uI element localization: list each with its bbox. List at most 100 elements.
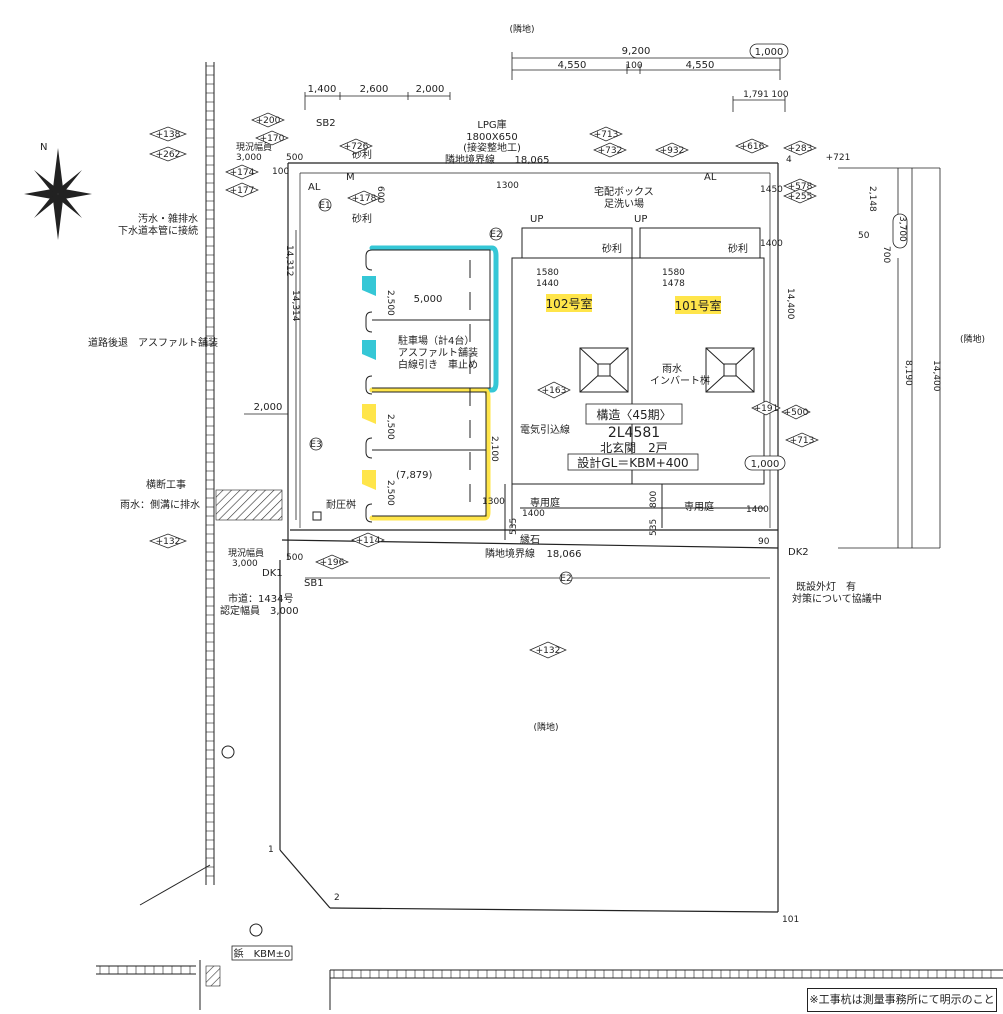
dim-2600: 2,600 bbox=[360, 84, 389, 95]
elev-196: +196 bbox=[320, 558, 345, 568]
parking-title: 駐車場（計4台） bbox=[398, 334, 474, 347]
elev-163: +163 bbox=[542, 386, 567, 396]
road-width-label: 現況幅員 bbox=[228, 547, 264, 559]
inspection-box-icon bbox=[312, 511, 322, 521]
survey-marker bbox=[249, 923, 263, 937]
up-2: UP bbox=[634, 214, 647, 225]
e-marker-1: E1 bbox=[319, 201, 330, 211]
elev-616: +616 bbox=[740, 142, 765, 152]
parking-stalls bbox=[369, 245, 499, 521]
boundary-bottom-length: 18,066 bbox=[547, 549, 582, 560]
delivery-label: 宅配ボックス bbox=[594, 185, 654, 198]
design-gl-label: 設計GL＝KBM+400 bbox=[577, 455, 688, 470]
boundary-bottom-label: 隣地境界線 bbox=[485, 547, 535, 560]
elev-255: +255 bbox=[788, 192, 813, 202]
dim-500-a: 500 bbox=[286, 153, 303, 163]
dim-2500-a: 2,500 bbox=[385, 290, 395, 316]
gravel-2: 砂利 bbox=[352, 212, 372, 225]
road-label: 道路後退 アスファルト舗装 bbox=[88, 336, 218, 349]
gravel-3: 砂利 bbox=[602, 242, 622, 255]
dim-2500-c: 2,500 bbox=[385, 480, 395, 506]
washroom-label: 足洗い場 bbox=[604, 197, 644, 210]
dim-1791: 1,791 bbox=[743, 90, 769, 100]
elev-174: +174 bbox=[230, 168, 255, 178]
top-neighbor-label: (隣地) bbox=[509, 23, 534, 35]
parking-lines bbox=[365, 249, 491, 523]
dim-2000-left: 2,000 bbox=[254, 402, 283, 413]
dim-7879: (7,879) bbox=[396, 470, 433, 481]
pressure-label: 耐圧桝 bbox=[326, 498, 356, 511]
elev-132-left: +132 bbox=[156, 537, 181, 547]
city-road-width: 認定幅員 3,000 bbox=[220, 604, 299, 617]
al-2: AL bbox=[704, 172, 717, 183]
bottom-neighbor-label: (隣地) bbox=[533, 721, 558, 733]
room-102-label: 102号室 bbox=[546, 296, 593, 311]
manhole-icon bbox=[705, 347, 755, 393]
dim-700: 700 bbox=[881, 246, 891, 263]
dim-2500-b: 2,500 bbox=[385, 414, 395, 440]
road-dim-1: 14,312 bbox=[284, 245, 294, 277]
drain-label: 汚水・雑排水 bbox=[138, 212, 198, 225]
drain-label-2: 下水道本管に接続 bbox=[118, 224, 198, 237]
left-road bbox=[139, 62, 215, 906]
lot-boundary bbox=[279, 162, 779, 913]
dim-14400-a: 14,400 bbox=[785, 288, 795, 320]
elev-262: +262 bbox=[156, 150, 181, 160]
dim-1400: 1,400 bbox=[308, 84, 337, 95]
dim-4550-b: 4,550 bbox=[686, 60, 715, 71]
elev-932: +932 bbox=[660, 146, 685, 156]
dim-1000-top: 1,000 bbox=[755, 47, 784, 58]
dim-1478: 1478 bbox=[662, 279, 685, 289]
invert-label: インバート桝 bbox=[650, 374, 710, 387]
elev-283: +283 bbox=[788, 144, 813, 154]
dim-1450: 1450 bbox=[760, 185, 783, 195]
north-label: N bbox=[40, 142, 47, 153]
dim-1400-b: 1400 bbox=[746, 505, 769, 515]
north-arrow-icon bbox=[24, 148, 92, 240]
dim-100-b: 100 bbox=[771, 90, 788, 100]
dim-2148: 2,148 bbox=[867, 186, 877, 212]
road-dim-2: 14,314 bbox=[290, 290, 300, 322]
building-code: 2L4581 bbox=[608, 425, 660, 441]
boundary-top-label: 隣地境界線 bbox=[445, 153, 495, 166]
private-yard-1: 専用庭 bbox=[530, 496, 560, 509]
dim-1580-a: 1580 bbox=[536, 268, 559, 278]
curb-label: 縁石 bbox=[520, 533, 540, 546]
dim-1580-b: 1580 bbox=[662, 268, 685, 278]
top-dimensions bbox=[304, 52, 786, 112]
road-width-top-label: 現況幅員 bbox=[236, 141, 272, 153]
dim-535-a: 535 bbox=[509, 518, 519, 535]
dim-5000: 5,000 bbox=[414, 294, 443, 305]
elev-132-center: +132 bbox=[536, 646, 561, 656]
dim-2100: 2,100 bbox=[489, 436, 499, 462]
road-width-value: 3,000 bbox=[232, 559, 258, 569]
dim-4550-a: 4,550 bbox=[558, 60, 587, 71]
elev-170: +170 bbox=[260, 134, 285, 144]
dim-1000-right: 1,000 bbox=[751, 459, 780, 470]
kbm-label: 鋲 KBM±0 bbox=[234, 947, 291, 960]
dim-800: 800 bbox=[649, 491, 659, 508]
dim-535-b: 535 bbox=[649, 519, 659, 536]
dim-1300-b: 1300 bbox=[482, 497, 505, 507]
dim-1440: 1440 bbox=[536, 279, 559, 289]
dim-1300: 1300 bbox=[496, 181, 519, 191]
elev-138: +138 bbox=[156, 130, 181, 140]
elevation-tags bbox=[149, 112, 819, 659]
entry-label: 北玄関 2戸 bbox=[600, 440, 668, 455]
structure-label: 構造〈45期〉 bbox=[596, 408, 671, 422]
elev-713-right: +713 bbox=[790, 436, 815, 446]
elev-191: +191 bbox=[754, 404, 779, 414]
parking-line2: アスファルト舗装 bbox=[398, 346, 478, 359]
road-width-top-value: 3,000 bbox=[236, 153, 262, 163]
elev-114: +114 bbox=[356, 536, 381, 546]
dim-8190: 8,190 bbox=[903, 360, 913, 386]
crosswalk-hatch bbox=[215, 489, 283, 521]
dim-600: 600 bbox=[375, 186, 385, 203]
al-1: AL bbox=[308, 182, 321, 193]
lpg-note: (接姿整地工) bbox=[463, 141, 521, 154]
elev-178: +178 bbox=[352, 194, 377, 204]
construction-note: ※工事杭は測量事務所にて明示のこと bbox=[807, 988, 997, 1012]
elec-label: 電気引込線 bbox=[520, 423, 570, 436]
dim-2000-top: 2,000 bbox=[416, 84, 445, 95]
